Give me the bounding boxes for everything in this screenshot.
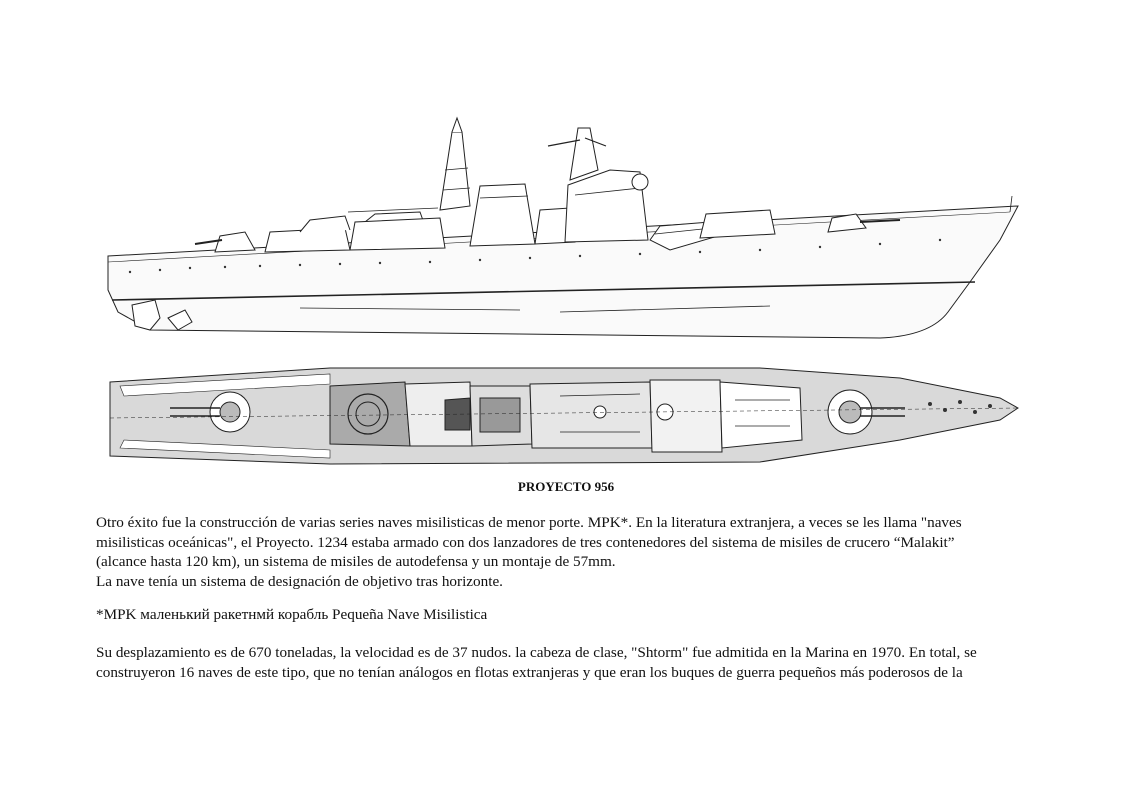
radar-dome xyxy=(631,173,649,191)
funnel xyxy=(469,183,536,247)
forward-mast xyxy=(569,127,599,181)
aft-mast xyxy=(439,131,471,211)
text-line: Otro éxito fue la construcción de varias… xyxy=(96,514,962,531)
paragraph-mpk: Otro éxito fue la construcción de varias… xyxy=(96,513,1036,591)
propeller xyxy=(167,309,193,331)
forward-gun-turret xyxy=(827,213,867,233)
aft-gun-turret xyxy=(214,231,256,253)
text-line: (alcance hasta 120 km), un sistema de mi… xyxy=(96,553,616,570)
text-line: misilisticas oceánicas", el Proyecto. 12… xyxy=(96,533,955,551)
ship-top-plan xyxy=(109,367,1019,465)
paragraph-displacement: Su desplazamiento es de 670 toneladas, l… xyxy=(96,643,1036,682)
figure-caption: PROYECTO 956 xyxy=(517,479,615,494)
ship-drawing xyxy=(107,116,1019,465)
rudder xyxy=(131,299,161,331)
paragraph-footnote: *MPK маленький ракетнмй корабль Pequeña … xyxy=(96,606,488,623)
helipad xyxy=(329,381,411,447)
text-line: construyeron 16 naves de este tipo, que … xyxy=(96,663,963,681)
ship-side-profile xyxy=(107,116,1019,339)
hull xyxy=(107,205,1019,339)
text-line: Su desplazamiento es de 670 toneladas, l… xyxy=(96,644,977,661)
waterline xyxy=(111,281,976,301)
text-line: La nave tenía un sistema de designación … xyxy=(96,572,503,590)
